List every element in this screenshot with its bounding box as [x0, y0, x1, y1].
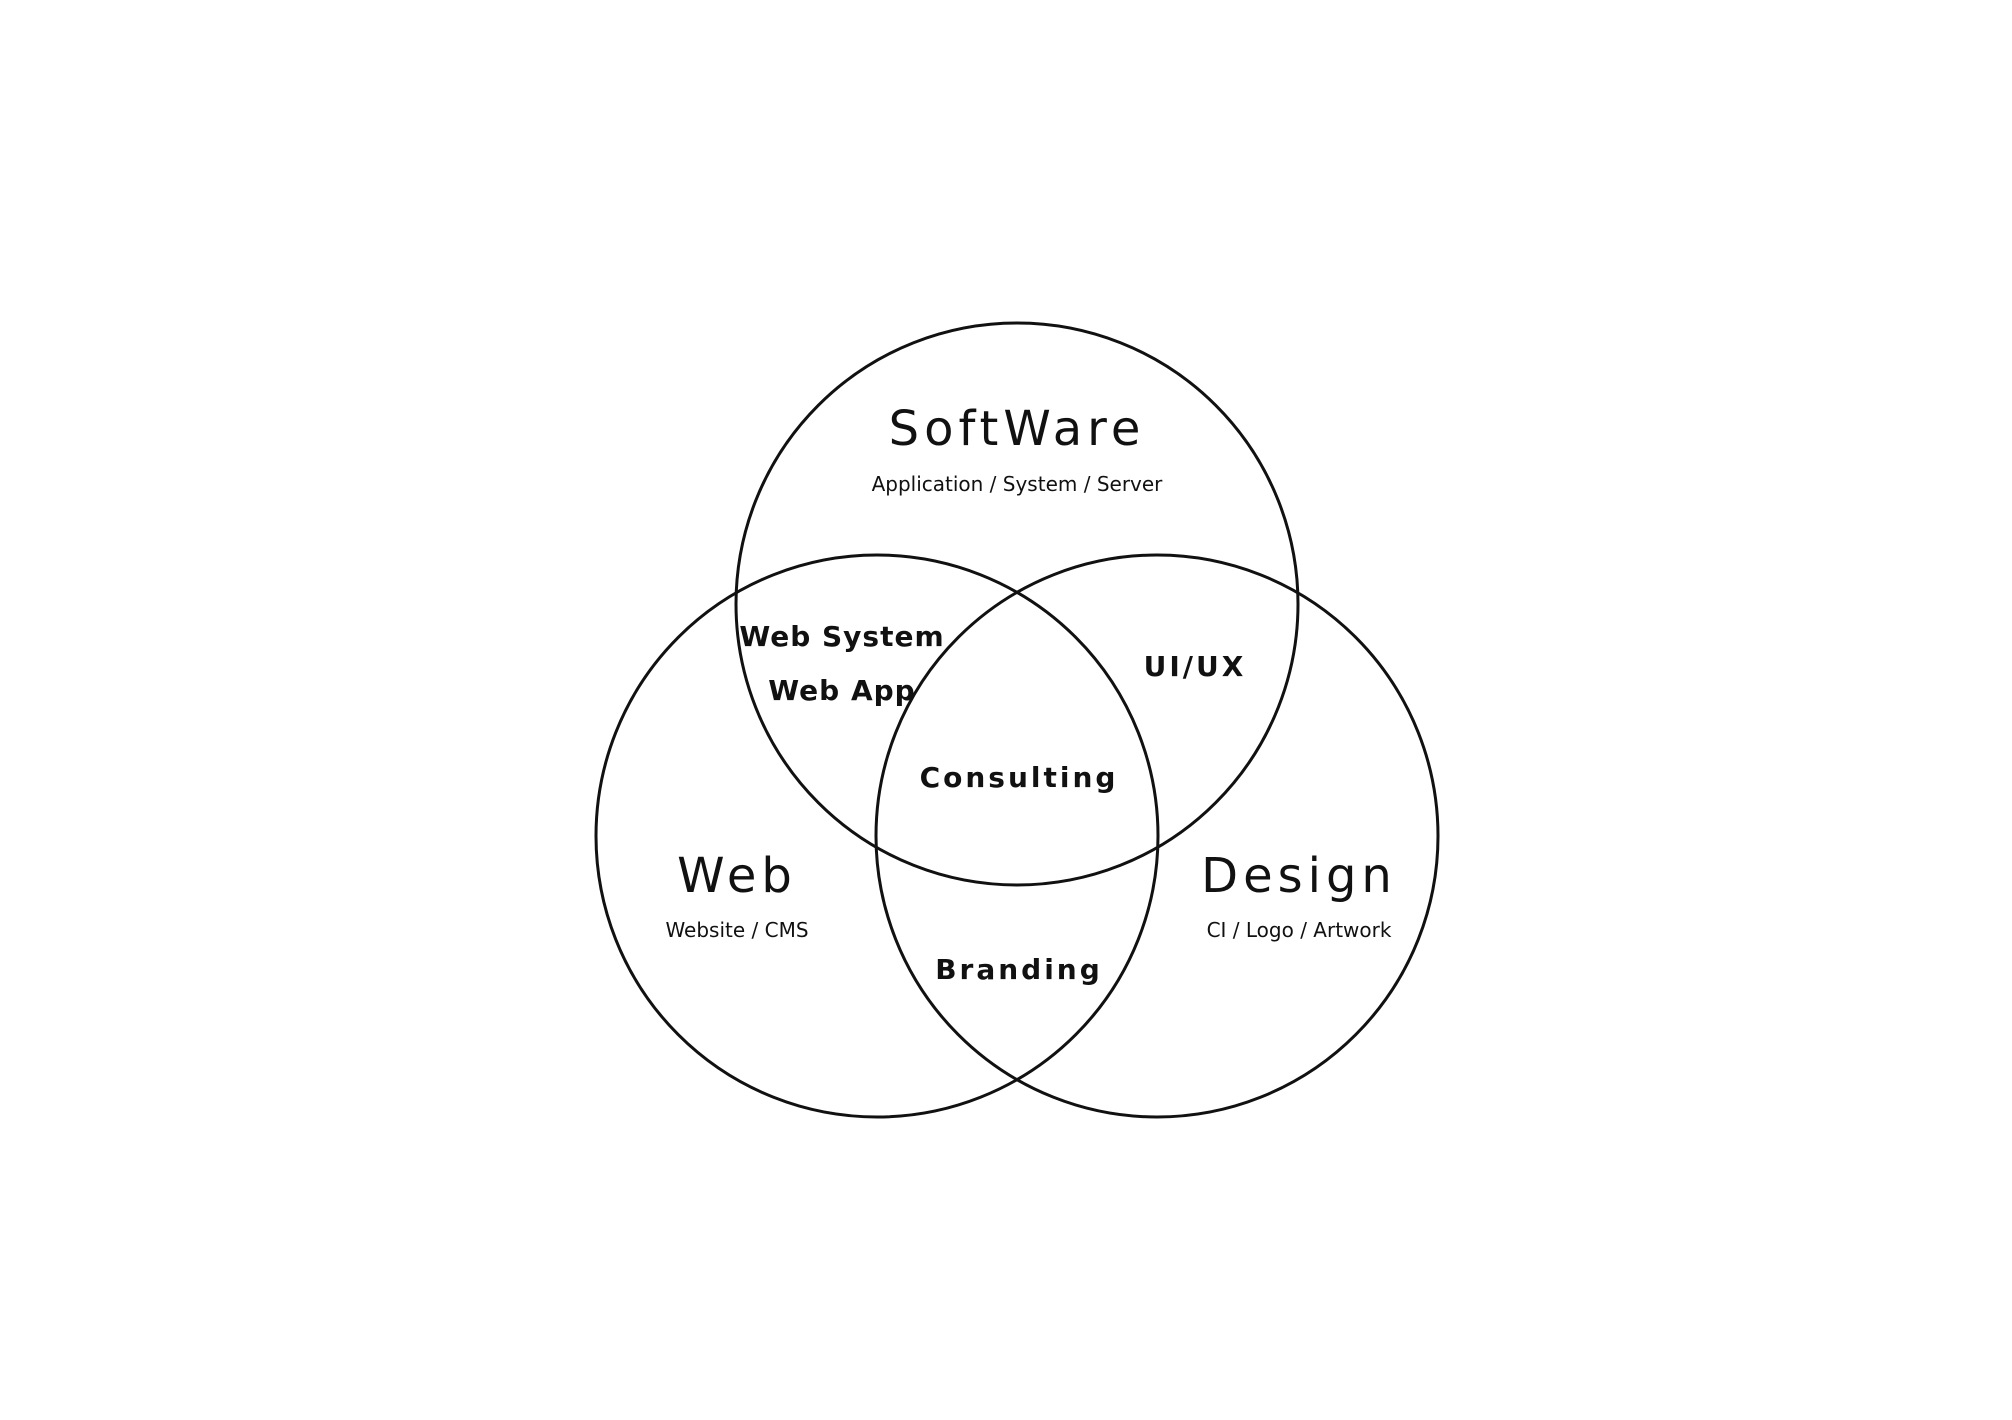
software-title: SoftWare: [889, 401, 1146, 457]
software-subtitle: Application / System / Server: [872, 472, 1164, 496]
web-circle: [594, 553, 1160, 1119]
design-title: Design: [1201, 848, 1397, 904]
overlap-branding: Branding: [935, 953, 1103, 986]
overlap-consulting: Consulting: [920, 761, 1119, 794]
overlap-web-system: Web System: [739, 620, 944, 653]
design-subtitle: CI / Logo / Artwork: [1207, 918, 1392, 942]
overlap-ui-ux: UI/UX: [1144, 650, 1247, 683]
software-circle: [734, 321, 1300, 887]
design-circle: [874, 553, 1440, 1119]
web-subtitle: Website / CMS: [665, 918, 808, 942]
overlap-web-app: Web App: [768, 674, 915, 707]
web-title: Web: [677, 848, 797, 904]
